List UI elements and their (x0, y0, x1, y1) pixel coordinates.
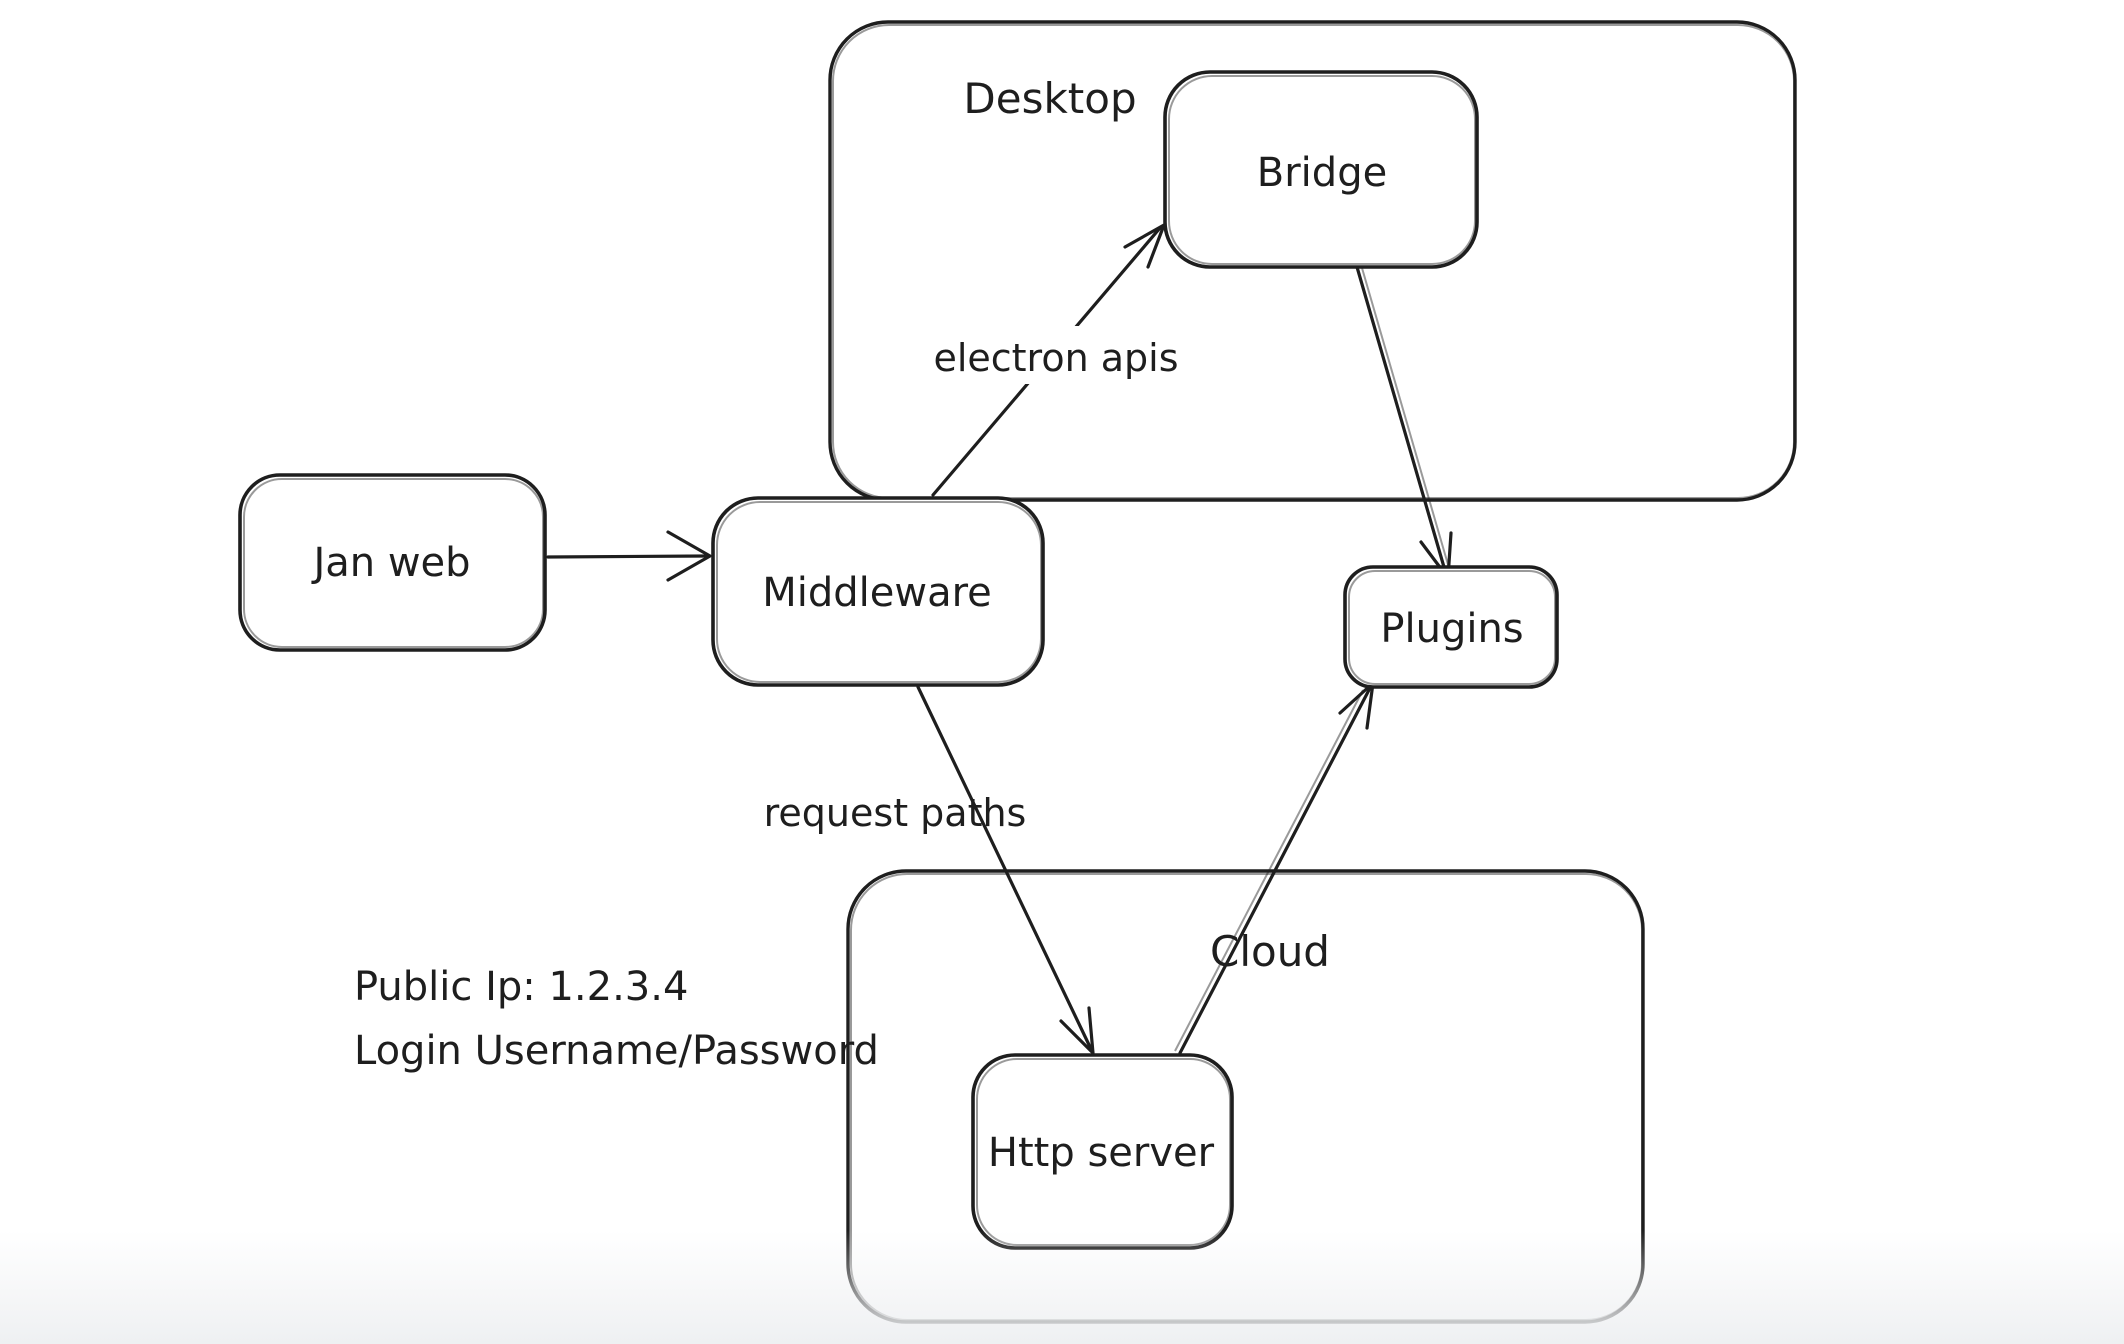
node-middleware[interactable]: Middleware (711, 496, 1045, 687)
plugins-sketch-stroke (1348, 570, 1556, 685)
cloud-container-label: Cloud (1210, 927, 1330, 976)
node-http-server[interactable]: Http server (971, 1053, 1234, 1250)
edge-bridge-to-plugins[interactable] (1355, 265, 1453, 580)
edge-label-electron-apis: electron apis (933, 336, 1178, 380)
edge-label-background (915, 326, 1197, 384)
middleware-box (711, 496, 1045, 687)
edge-middleware-to-bridge[interactable]: electron apis (915, 223, 1197, 497)
plugins-box (1343, 565, 1559, 689)
edge-line (546, 554, 708, 559)
desktop-container-sketch-stroke (832, 24, 1795, 499)
edge-line (1355, 265, 1448, 576)
http-server-label: Http server (988, 1130, 1215, 1176)
middleware-label: Middleware (762, 570, 992, 616)
edge-httpserver-to-plugins[interactable] (1174, 681, 1375, 1055)
bottom-fade-strip (0, 1230, 2124, 1344)
edge-middleware-to-httpserver[interactable]: request paths (764, 685, 1095, 1055)
edge-sketch-stroke (1174, 689, 1364, 1052)
jan-web-box (238, 473, 547, 652)
edge-line (1178, 686, 1372, 1055)
middleware-sketch-stroke (716, 501, 1042, 683)
arrowhead-down-icon (1059, 1006, 1095, 1055)
node-jan-web[interactable]: Jan web (238, 473, 547, 652)
annotation-login: Login Username/Password (354, 1028, 879, 1074)
bridge-sketch-stroke (1168, 75, 1476, 265)
arrowhead-right-icon (666, 530, 712, 582)
edge-sketch-stroke (1361, 267, 1450, 569)
annotation-public-ip: Public Ip: 1.2.3.4 (354, 964, 688, 1010)
edge-janweb-to-middleware[interactable] (546, 530, 712, 582)
desktop-container-label: Desktop (963, 74, 1136, 123)
edge-label-request-paths: request paths (764, 791, 1027, 835)
plugins-label: Plugins (1380, 606, 1523, 652)
node-plugins[interactable]: Plugins (1343, 565, 1559, 689)
bridge-label: Bridge (1257, 150, 1387, 196)
jan-web-label: Jan web (310, 540, 470, 586)
annotation-credentials[interactable]: Public Ip: 1.2.3.4 Login Username/Passwo… (354, 964, 879, 1074)
node-bridge[interactable]: Bridge (1163, 70, 1479, 269)
desktop-container-outline (828, 20, 1797, 502)
jan-web-sketch-stroke (243, 478, 544, 648)
container-desktop[interactable]: Desktop (828, 20, 1797, 502)
bridge-box (1163, 70, 1479, 269)
edge-line (916, 685, 1093, 1051)
